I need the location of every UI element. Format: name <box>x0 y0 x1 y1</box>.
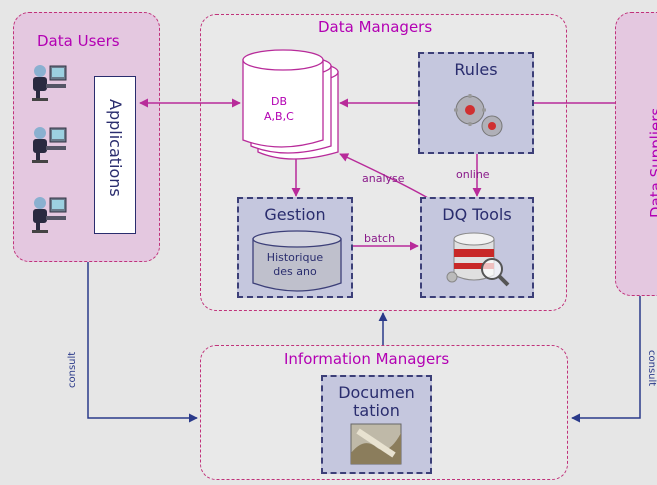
gestion-title: Gestion <box>264 205 326 224</box>
dq-tools-title: DQ Tools <box>442 205 512 224</box>
documentation-line1: Documen <box>338 383 415 402</box>
data-users-title: Data Users <box>37 32 120 50</box>
computer-user-icon <box>32 197 67 233</box>
consult-right-arrow <box>571 296 641 423</box>
documentation-box: Documen tation <box>321 375 432 474</box>
data-suppliers-group <box>615 12 657 296</box>
gestion-box: Gestion Historique des ano <box>237 197 353 298</box>
historique-label-line1: Historique <box>266 251 324 264</box>
applications-box: Applications <box>94 76 136 234</box>
database-magnifier-icon <box>446 232 510 287</box>
dq-tools-box: DQ Tools <box>420 197 534 298</box>
documentation-line2: tation <box>353 401 400 420</box>
consult-left-arrow <box>87 262 198 423</box>
historique-cylinder <box>252 230 342 292</box>
computer-user-icon <box>32 65 67 101</box>
data-managers-title: Data Managers <box>318 18 433 36</box>
information-managers-title: Information Managers <box>284 350 450 368</box>
batch-label: batch <box>364 232 396 245</box>
document-photo-icon <box>350 423 402 465</box>
analyse-label: analyse <box>362 172 405 185</box>
db-label-line1: DB <box>271 95 288 108</box>
consult-left-label: consult <box>67 351 78 388</box>
db-label-line2: A,B,C <box>264 110 294 123</box>
consult-right-label: consult <box>646 350 657 387</box>
rules-box: Rules <box>418 52 534 154</box>
gears-icon <box>454 94 503 137</box>
rules-title: Rules <box>454 60 498 79</box>
computer-user-icon <box>32 127 67 163</box>
dq-db-analyse-arrow <box>339 153 429 199</box>
online-label: online <box>456 168 490 181</box>
historique-label-line2: des ano <box>273 265 317 278</box>
